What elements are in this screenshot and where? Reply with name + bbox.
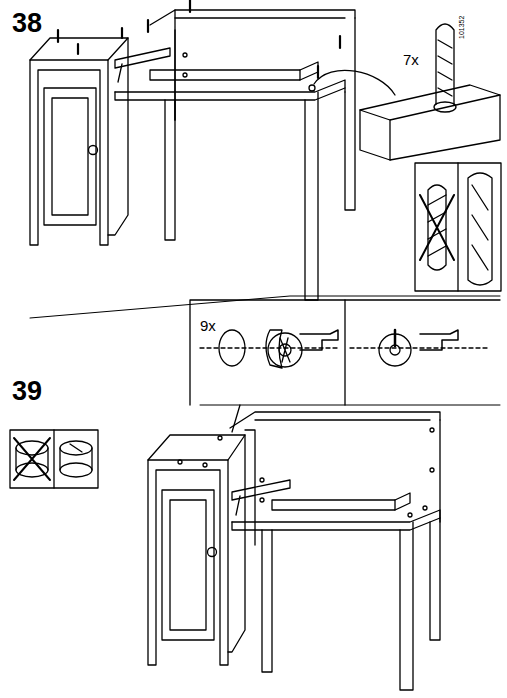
cam-detail-panel xyxy=(190,300,500,405)
step-number: 38 xyxy=(12,10,42,37)
quantity-callout: 7x xyxy=(403,52,419,67)
dowel-detail xyxy=(360,24,500,160)
desk-step-39 xyxy=(148,412,440,690)
leader-line xyxy=(232,405,240,432)
leader-line xyxy=(314,70,395,95)
cam-orientation-box xyxy=(10,430,98,488)
desk-step-38 xyxy=(30,0,355,300)
step-number: 39 xyxy=(12,378,42,405)
part-number: 101352 xyxy=(458,15,465,40)
quantity-callout: 9x xyxy=(200,318,216,333)
dowel-check-box xyxy=(415,163,501,291)
